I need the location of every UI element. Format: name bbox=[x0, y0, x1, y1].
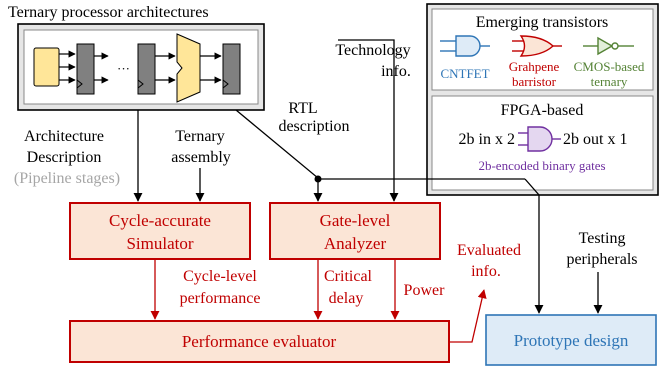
analyzer-label-line2: Analyzer bbox=[324, 234, 387, 253]
prototype-label: Prototype design bbox=[514, 331, 629, 350]
technology-label-line2: info. bbox=[381, 63, 411, 80]
register-block-icon bbox=[76, 43, 95, 95]
fpga-in-label: 2b in x 2 bbox=[459, 131, 515, 148]
or-gate-icon bbox=[512, 35, 562, 57]
cycle-perf-label-line2: performance bbox=[180, 290, 261, 307]
fpga-gate-icon bbox=[518, 126, 561, 152]
prototype-design-box[interactable]: Prototype design bbox=[485, 314, 657, 366]
analyzer-label-line1: Gate-level bbox=[320, 211, 391, 230]
testing-label-line2: peripherals bbox=[566, 251, 637, 268]
graphene-label-line1: Grahpene bbox=[509, 59, 560, 74]
arch-label-line2: Description bbox=[27, 149, 102, 166]
fpga-out-label: 2b out x 1 bbox=[563, 131, 627, 148]
rtl-label-line2: description bbox=[278, 118, 349, 135]
register-block-icon bbox=[222, 43, 241, 95]
power-label: Power bbox=[404, 282, 446, 299]
critical-label-line2: delay bbox=[329, 290, 364, 307]
analyzer-box[interactable]: Gate-level Analyzer bbox=[269, 202, 441, 260]
register-block-icon bbox=[137, 43, 156, 95]
rtl-label-line1: RTL bbox=[288, 100, 317, 117]
simulator-label-line1: Cycle-accurate bbox=[109, 211, 211, 230]
graphene-label-line2: barristor bbox=[512, 74, 557, 89]
buffer-gate-icon bbox=[583, 36, 634, 56]
evaluator-label: Performance evaluator bbox=[182, 332, 337, 351]
critical-label-line1: Critical bbox=[324, 268, 373, 285]
cntfet-label: CNTFET bbox=[440, 66, 489, 81]
junction-dot bbox=[314, 175, 322, 183]
cmos-label-line1: CMOS-based bbox=[574, 59, 645, 74]
simulator-box[interactable]: Cycle-accurate Simulator bbox=[69, 202, 251, 260]
mux-icon bbox=[176, 33, 201, 103]
red-connectors bbox=[150, 259, 487, 343]
simulator-label-line2: Simulator bbox=[126, 234, 193, 253]
cycle-perf-label-line1: Cycle-level bbox=[183, 268, 257, 285]
technology-label-line1: Technology bbox=[335, 42, 410, 59]
ternary-panel-title: Ternary processor architectures bbox=[8, 4, 209, 21]
arch-label-line1: Architecture bbox=[24, 128, 104, 145]
evaluated-label-line2: info. bbox=[471, 263, 501, 280]
arch-label-line3: (Pipeline stages) bbox=[14, 170, 120, 187]
assembly-label-line2: assembly bbox=[171, 149, 231, 166]
fpga-title: FPGA-based bbox=[501, 102, 584, 119]
emerging-title: Emerging transistors bbox=[476, 14, 609, 31]
evaluated-label-line1: Evaluated bbox=[457, 242, 521, 259]
and-gate-icon bbox=[440, 35, 490, 57]
fpga-caption: 2b-encoded binary gates bbox=[478, 158, 605, 173]
assembly-label-line1: Ternary bbox=[175, 128, 225, 145]
logic-block-icon bbox=[33, 47, 60, 87]
cmos-label-line2: ternary bbox=[591, 74, 628, 89]
testing-label-line1: Testing bbox=[579, 230, 626, 247]
performance-evaluator-box[interactable]: Performance evaluator bbox=[69, 320, 450, 363]
ternary-architecture-panel: ··· bbox=[17, 23, 265, 111]
svg-text:···: ··· bbox=[117, 61, 130, 76]
